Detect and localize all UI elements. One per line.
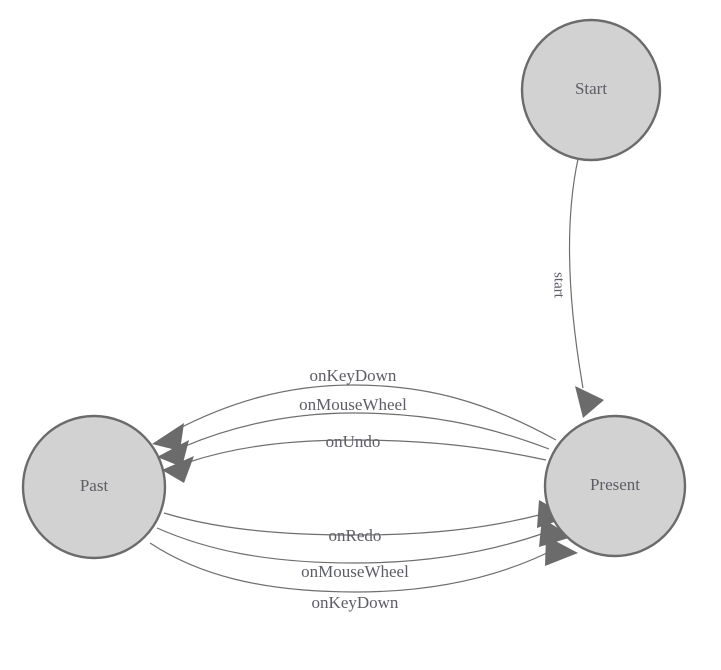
edge-label-onredo: onRedo: [329, 526, 382, 545]
edge-present-to-past-onkeydown-arrowhead: [152, 423, 184, 451]
node-start-label: Start: [575, 79, 607, 98]
edge-past-to-present-onkeydown[interactable]: onKeyDown: [149, 536, 578, 612]
edge-past-to-present-onredo[interactable]: onRedo: [163, 500, 569, 545]
edge-present-to-past-onmousewheel-arrowhead: [157, 440, 189, 467]
node-present-shape: [543, 414, 687, 558]
edge-start-to-present-arrowhead: [575, 386, 604, 418]
edge-label-onmousewheel-top: onMouseWheel: [299, 395, 407, 414]
edge-present-to-past-onkeydown-path: [175, 384, 557, 441]
edge-present-to-past-onundo-path: [188, 439, 547, 463]
node-present-label: Present: [590, 475, 640, 494]
edge-present-to-past-onmousewheel-path: [182, 412, 550, 450]
edge-start-to-present[interactable]: start: [551, 158, 604, 418]
edge-start-to-present-path: [568, 158, 584, 389]
node-start[interactable]: Start: [520, 18, 662, 162]
edge-label-start: start: [551, 272, 567, 299]
edge-label-onkeydown-bottom: onKeyDown: [312, 593, 399, 612]
edge-present-to-past-onundo[interactable]: onUndo: [162, 432, 547, 483]
edge-past-to-present-onkeydown-arrowhead: [545, 536, 578, 566]
edge-present-to-past-onmousewheel[interactable]: onMouseWheel: [157, 395, 550, 467]
edge-present-to-past-onundo-arrowhead: [162, 456, 194, 483]
node-start-shape: [520, 18, 662, 162]
node-past[interactable]: Past: [21, 414, 167, 560]
edge-past-to-present-onmousewheel-path: [156, 527, 548, 564]
edge-past-to-present-onredo-path: [163, 512, 544, 536]
edge-past-to-present-onkeydown-path: [149, 542, 556, 593]
edge-label-onkeydown-top: onKeyDown: [310, 366, 397, 385]
edge-label-onmousewheel-bottom: onMouseWheel: [301, 562, 409, 581]
node-past-label: Past: [80, 476, 109, 495]
edge-label-onundo: onUndo: [326, 432, 381, 451]
node-present[interactable]: Present: [543, 414, 687, 558]
edge-present-to-past-onkeydown[interactable]: onKeyDown: [152, 366, 557, 451]
node-past-shape: [21, 414, 167, 560]
